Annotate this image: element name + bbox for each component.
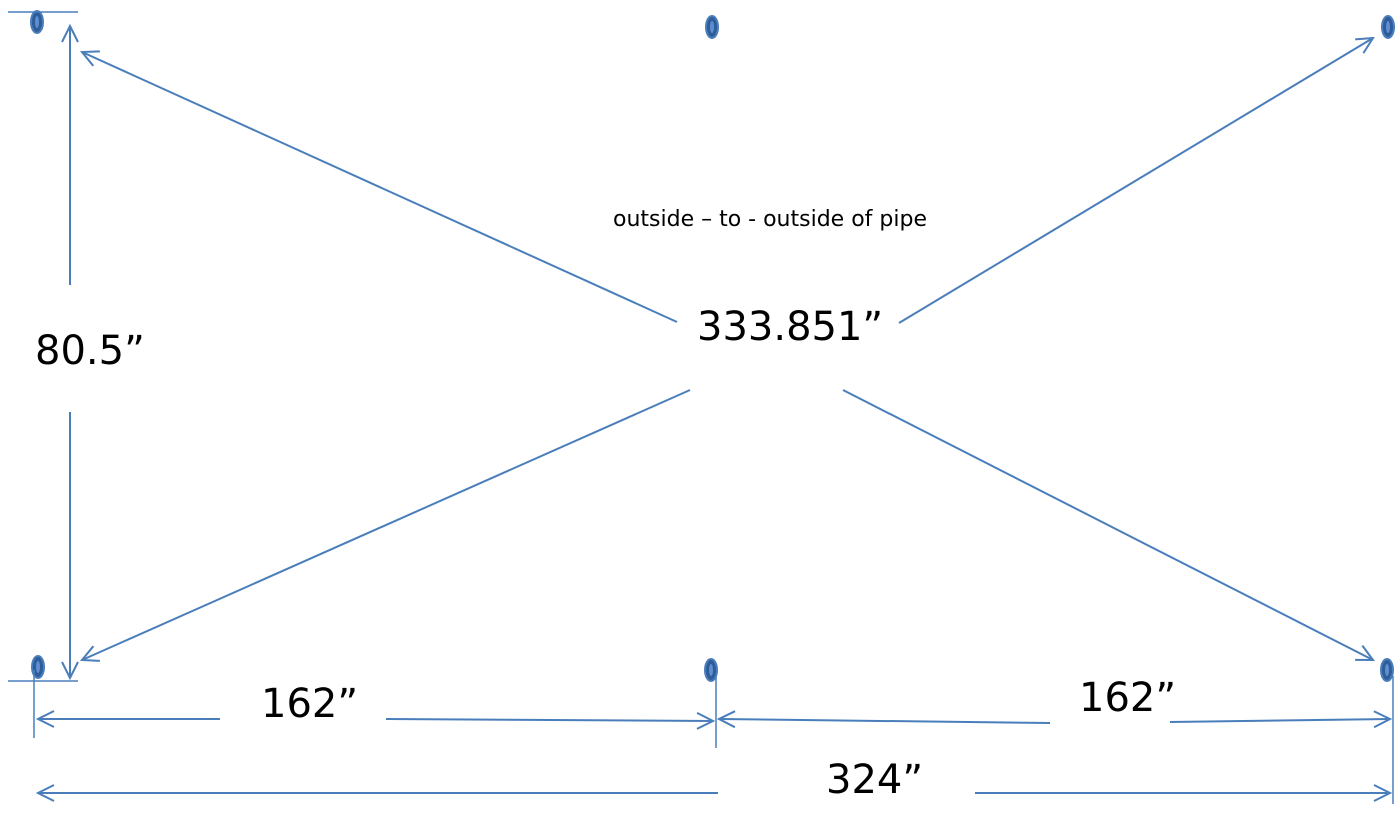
right-span-arrow-right: [1169, 719, 1390, 722]
post-top-left: [30, 10, 44, 34]
post-top-middle: [705, 15, 719, 39]
left-span-dimension-label: 162”: [261, 681, 359, 727]
pipe-measurement-note: outside – to - outside of pipe: [613, 207, 927, 232]
diagonal-dimension-label: 333.851”: [697, 304, 884, 350]
diagonal-arrow-bottom-left: [82, 389, 691, 660]
post-top-right: [1381, 15, 1395, 39]
post-bottom-right: [1380, 658, 1394, 682]
right-span-dimension-label: 162”: [1079, 675, 1177, 721]
left-span-arrow-right: [385, 719, 713, 721]
total-span-dimension-label: 324”: [826, 757, 924, 803]
right-span-arrow-left: [719, 719, 1051, 723]
diagonal-arrow-bottom-right: [842, 389, 1373, 660]
height-dimension-label: 80.5”: [35, 328, 145, 374]
post-bottom-middle: [704, 658, 718, 682]
diagonal-arrow-top-right: [898, 38, 1373, 324]
post-bottom-left: [31, 655, 45, 679]
diagonal-arrow-top-left: [82, 52, 678, 323]
